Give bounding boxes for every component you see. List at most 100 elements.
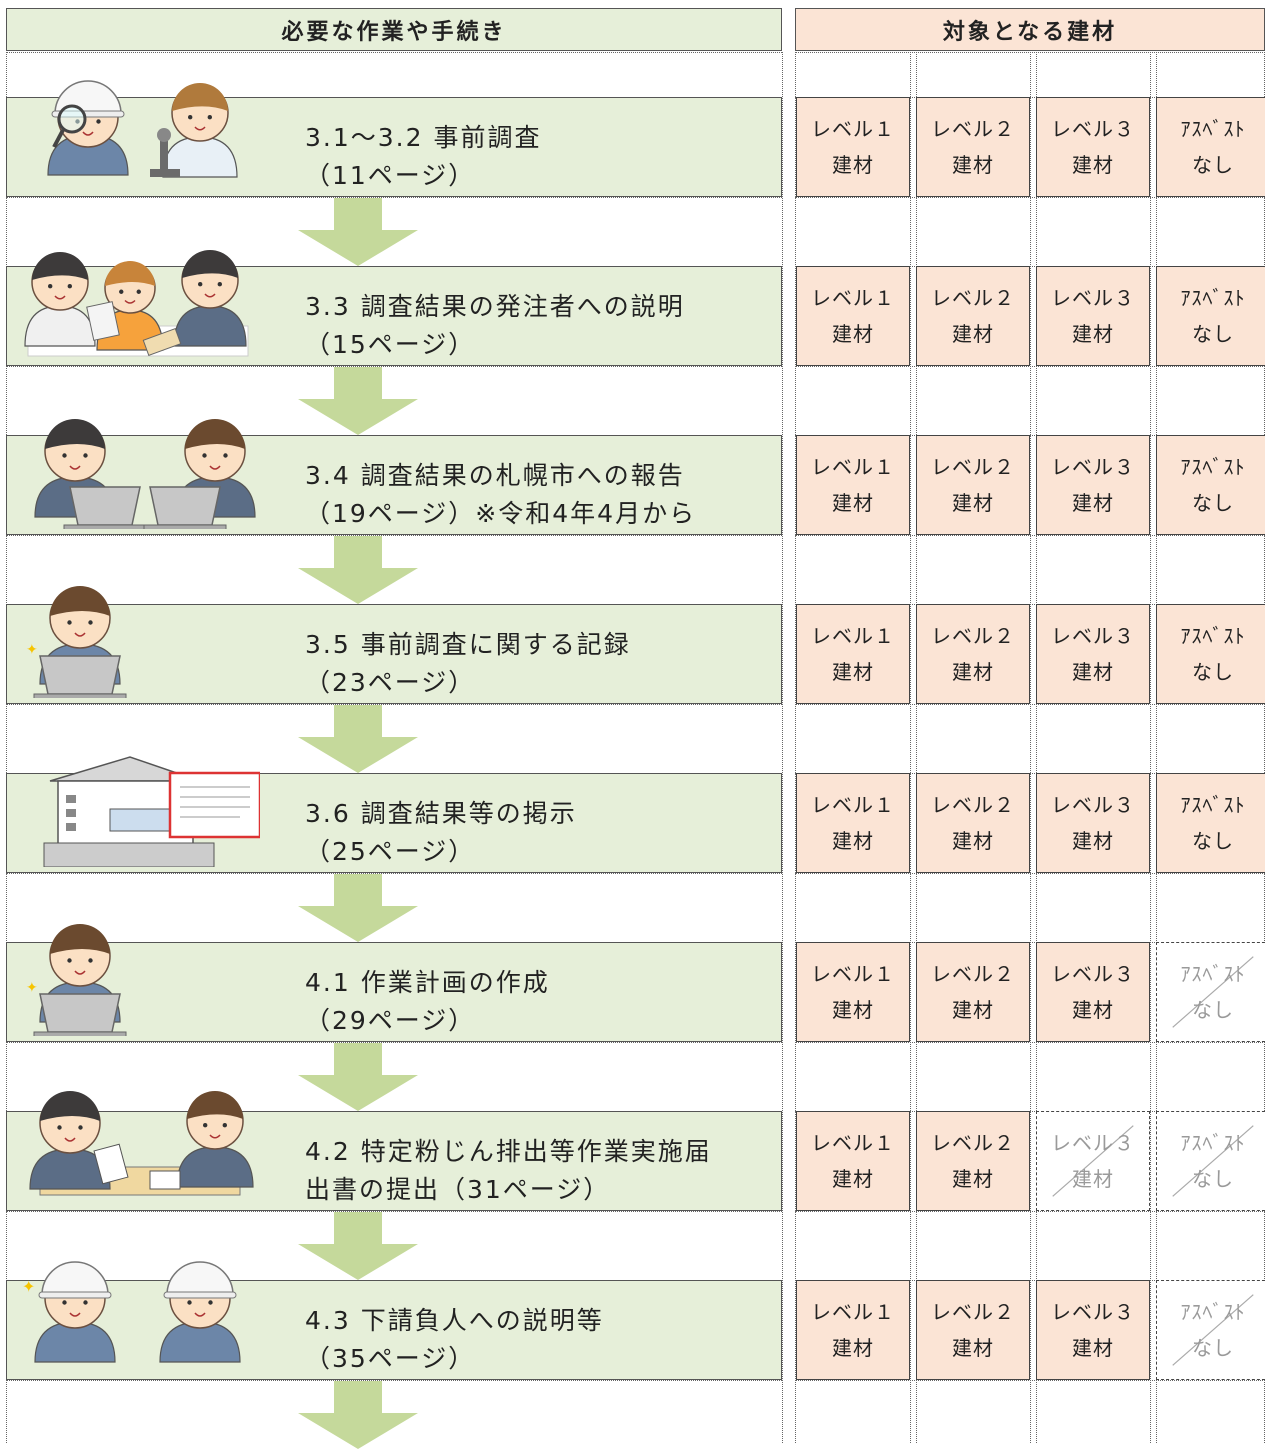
material-label: 建材 (952, 829, 994, 853)
material-label: ｱｽﾍﾞｽﾄ (1180, 286, 1246, 310)
grid-line (1156, 52, 1157, 1443)
material-label: なし (1192, 1336, 1234, 1360)
material-cell-not-applicable: ｱｽﾍﾞｽﾄなし (1156, 1111, 1265, 1211)
grid-line (6, 873, 782, 874)
material-cell-not-applicable: ｱｽﾍﾞｽﾄ なし (1156, 1280, 1265, 1380)
step-title: 3.4 調査結果の札幌市への報告 (305, 461, 685, 490)
material-label: 建材 (832, 1167, 874, 1191)
grid-line (6, 1211, 782, 1212)
material-label: レベル２ (931, 1131, 1015, 1155)
material-label: なし (1192, 322, 1234, 346)
down-arrow-icon (298, 1381, 418, 1449)
material-label: レベル３ (1051, 793, 1135, 817)
material-label: なし (1192, 491, 1234, 515)
svg-text:✦: ✦ (26, 642, 38, 658)
grid-line (6, 535, 782, 536)
material-label: ｱｽﾍﾞｽﾄ (1180, 117, 1246, 141)
material-label: レベル１ (811, 1300, 895, 1324)
step-page-ref: （35ページ） (305, 1344, 476, 1373)
material-label: 建材 (832, 998, 874, 1022)
material-label: 建材 (1072, 998, 1114, 1022)
material-cell: レベル１ 建材 (796, 435, 910, 535)
step-title: 3.1～3.2 事前調査 (305, 123, 542, 152)
material-cell: レベル１ 建材 (796, 97, 910, 197)
grid-line (795, 535, 1265, 536)
submitting-document-illustration (20, 1089, 260, 1205)
strike-line (1157, 943, 1265, 1041)
material-cell: レベル２ 建材 (916, 1280, 1030, 1380)
grid-line (1036, 52, 1037, 1443)
material-label: レベル３ (1051, 286, 1135, 310)
material-label: 建材 (1072, 1167, 1114, 1191)
grid-line (795, 366, 1265, 367)
material-label: ｱｽﾍﾞｽﾄ (1180, 455, 1246, 479)
material-label: 建材 (952, 322, 994, 346)
material-label: 建材 (832, 153, 874, 177)
two-workers-helmets-illustration: ✦ (20, 1258, 260, 1374)
material-label: なし (1192, 153, 1234, 177)
svg-text:✦: ✦ (22, 1277, 35, 1296)
step-title: 3.5 事前調査に関する記録 (305, 630, 631, 659)
material-label: レベル３ (1051, 962, 1135, 986)
material-label: レベル２ (931, 793, 1015, 817)
step-page-ref: （23ページ） (305, 668, 476, 697)
grid-line (6, 52, 782, 53)
material-label: レベル２ (931, 455, 1015, 479)
material-label: 建材 (1072, 1336, 1114, 1360)
material-label: なし (1192, 660, 1234, 684)
grid-line (910, 52, 911, 1443)
material-label: レベル２ (931, 1300, 1015, 1324)
grid-line (795, 942, 1265, 943)
material-cell: レベル２ 建材 (916, 773, 1030, 873)
grid-line (795, 704, 1265, 705)
down-arrow-icon (298, 536, 418, 604)
material-label: レベル３ (1051, 624, 1135, 648)
strike-line (1037, 1112, 1149, 1210)
step-title: 3.6 調査結果等の掲示 (305, 799, 577, 828)
material-cell: ｱｽﾍﾞｽﾄ なし (1156, 773, 1265, 873)
explaining-to-client-illustration (20, 244, 260, 360)
worker-laptop-illustration: ✦ (20, 920, 260, 1039)
material-label: 建材 (832, 491, 874, 515)
material-label: レベル１ (811, 286, 895, 310)
grid-line (6, 197, 782, 198)
grid-line (782, 52, 783, 1443)
down-arrow-icon (298, 1212, 418, 1280)
material-label: 建材 (952, 1336, 994, 1360)
step-title: 4.1 作業計画の作成 (305, 968, 550, 997)
material-label: なし (1192, 1167, 1234, 1191)
two-workers-laptops-illustration (20, 413, 260, 532)
step-page-ref: （11ページ） (305, 161, 476, 190)
step-band: 4.1 作業計画の作成（29ページ） (6, 942, 782, 1042)
material-label: ｱｽﾍﾞｽﾄ (1180, 624, 1246, 648)
material-label: 建材 (952, 153, 994, 177)
material-cell: レベル３ 建材 (1036, 942, 1150, 1042)
grid-line (6, 366, 782, 367)
material-label: レベル３ (1051, 1300, 1135, 1324)
grid-line (795, 1380, 1265, 1381)
step-page-ref: （19ページ）※令和4年4月から (305, 499, 697, 528)
material-label: レベル２ (931, 962, 1015, 986)
material-label: レベル１ (811, 455, 895, 479)
grid-line (795, 1042, 1265, 1043)
grid-line (795, 1280, 1265, 1281)
material-label: ｱｽﾍﾞｽﾄ (1180, 793, 1246, 817)
down-arrow-icon (298, 198, 418, 266)
grid-line (795, 1111, 1265, 1112)
material-label: レベル１ (811, 793, 895, 817)
down-arrow-icon (298, 1043, 418, 1111)
grid-line (795, 197, 1265, 198)
material-label: 建材 (952, 660, 994, 684)
material-label: なし (1192, 829, 1234, 853)
house-with-notice-illustration (20, 751, 262, 868)
material-label: レベル１ (811, 117, 895, 141)
grid-line (6, 1042, 782, 1043)
material-label: ｱｽﾍﾞｽﾄ (1180, 1300, 1246, 1324)
